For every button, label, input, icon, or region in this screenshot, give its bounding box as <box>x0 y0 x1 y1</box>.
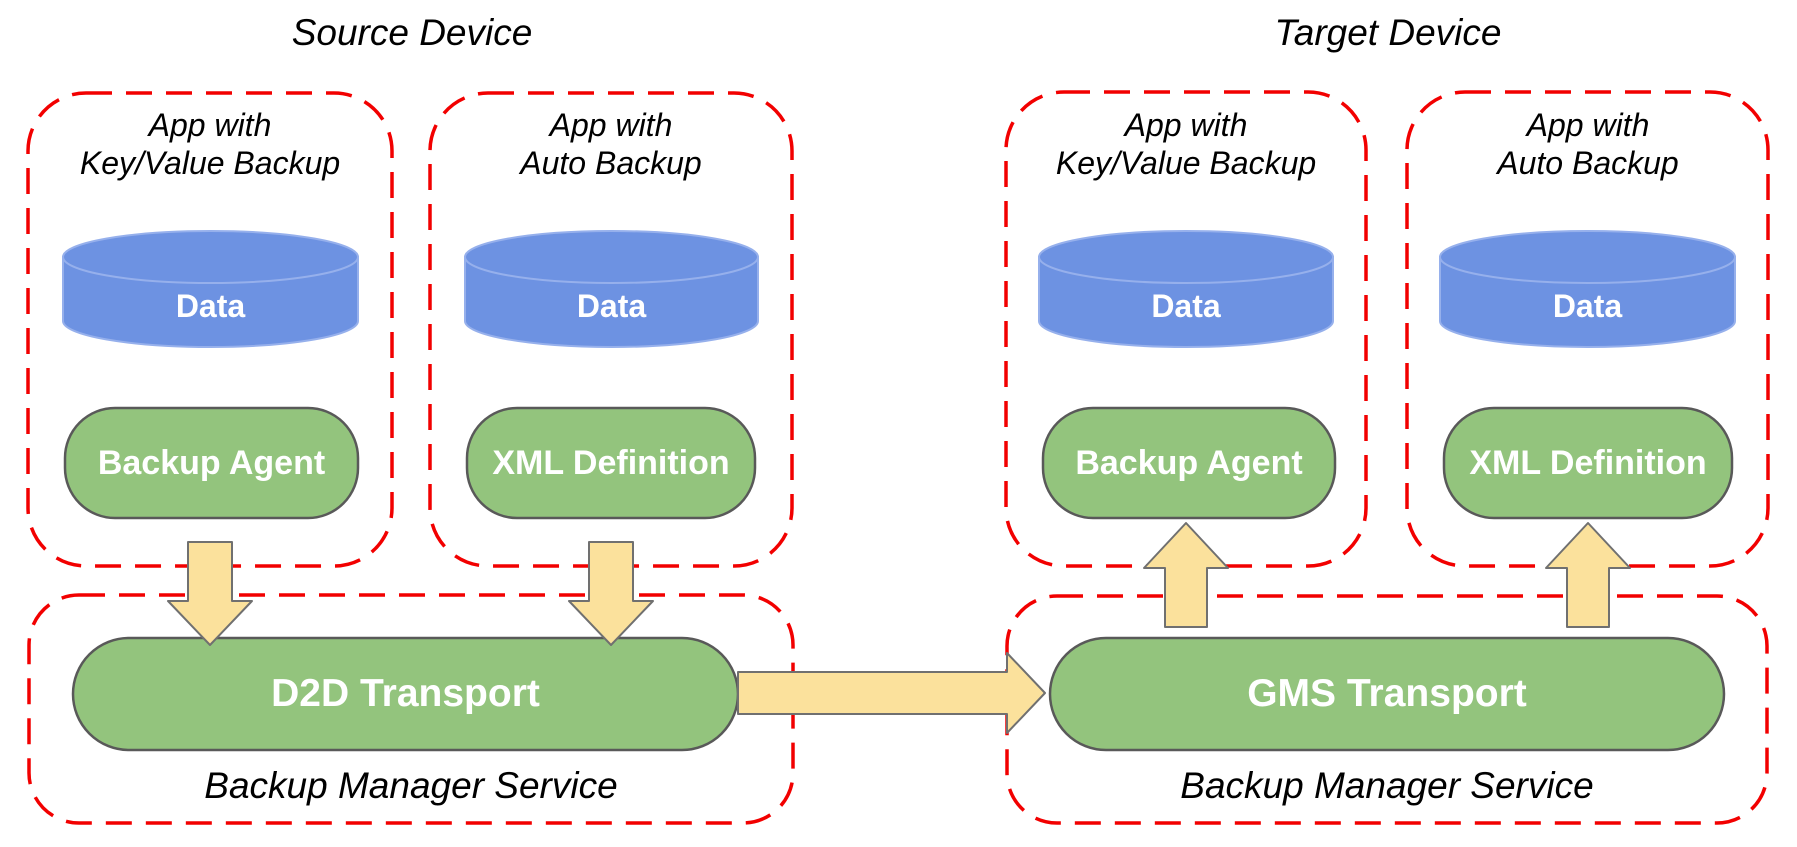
data-cylinder-target-auto <box>1439 230 1736 348</box>
cylinder-top <box>464 230 759 284</box>
app-label-source-auto: App with Auto Backup <box>520 107 702 181</box>
data-label-source-keyvalue: Data <box>175 288 246 324</box>
arrow-d2d-to-gms <box>737 652 1046 734</box>
arrow-down-xml-definition-to-d2d <box>568 541 654 646</box>
target-device-title: Target Device <box>1274 12 1502 53</box>
xml-definition-label-target: XML Definition <box>1469 444 1707 482</box>
backup-agent-pill-source <box>63 406 360 520</box>
d2d-transport-label: D2D Transport <box>271 672 540 715</box>
arrow-up-gms-to-xml-definition <box>1545 522 1631 628</box>
app-label-source-keyvalue: App with Key/Value Backup <box>79 107 341 181</box>
arrow-up-gms-to-backup-agent <box>1143 522 1229 628</box>
xml-definition-label-source: XML Definition <box>492 444 730 482</box>
cylinder-top <box>1439 230 1736 284</box>
app-label-target-keyvalue: App with Key/Value Backup <box>1055 107 1317 181</box>
app-box-outline-source-keyvalue <box>26 91 394 568</box>
gms-transport-pill <box>1048 636 1726 752</box>
data-label-source-auto: Data <box>576 288 647 324</box>
data-cylinder-target-keyvalue <box>1038 230 1334 348</box>
app-box-outline-target-auto <box>1405 90 1770 568</box>
backup-agent-pill-target <box>1041 406 1337 520</box>
gms-transport-label: GMS Transport <box>1247 672 1527 715</box>
source-device-title: Source Device <box>291 12 533 53</box>
app-label-target-auto: App with Auto Backup <box>1497 107 1679 181</box>
app-box-outline-source-auto <box>428 91 794 568</box>
backup-manager-service-label-target: Backup Manager Service <box>1180 765 1594 806</box>
data-cylinder-source-keyvalue <box>62 230 359 348</box>
backup-agent-label-target: Backup Agent <box>1075 444 1303 482</box>
xml-definition-pill-target <box>1442 406 1734 520</box>
xml-definition-pill-source <box>465 406 757 520</box>
cylinder-top <box>1038 230 1334 284</box>
arrow-down-backup-agent-to-d2d <box>167 541 253 646</box>
backup-agent-label-source: Backup Agent <box>97 444 326 482</box>
cylinder-top <box>62 230 359 284</box>
data-label-target-auto: Data <box>1552 288 1623 324</box>
data-cylinder-source-auto <box>464 230 759 348</box>
backup-manager-service-label-source: Backup Manager Service <box>204 765 618 806</box>
data-label-target-keyvalue: Data <box>1151 288 1221 324</box>
